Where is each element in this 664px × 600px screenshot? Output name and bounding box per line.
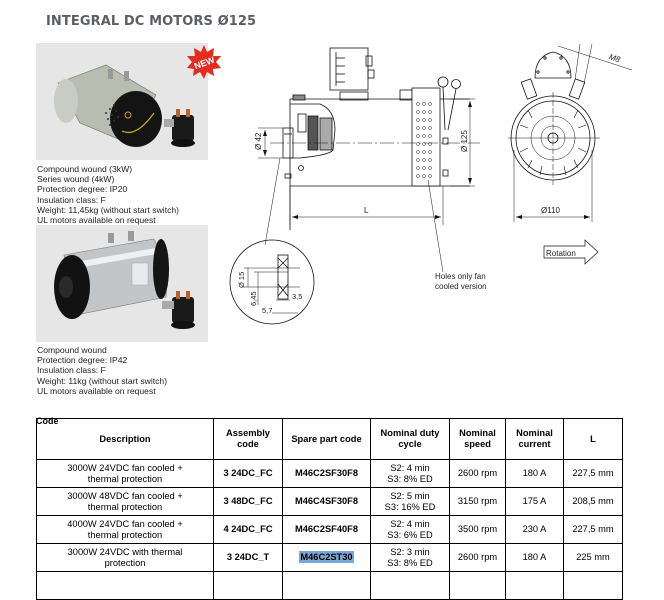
- page-title: INTEGRAL DC MOTORS Ø125: [46, 14, 257, 29]
- cell-assembly-code: 4 24DC_FC: [213, 515, 283, 544]
- spec-line: Protection degree: IP42: [37, 355, 128, 366]
- cell-assembly-code: 3 24DC_FC: [213, 459, 283, 488]
- cell-assembly-code: 3 24DC_T: [213, 543, 283, 572]
- motor-image: [54, 64, 162, 147]
- product-1-specs: Compound wound (3kW) Series wound (4kW) …: [37, 164, 179, 225]
- header-description: Description: [36, 418, 214, 460]
- cell-assembly-code: 3 48DC_FC: [213, 487, 283, 516]
- cell-description: 3000W 24VDC fan cooled +thermal protecti…: [36, 459, 214, 488]
- table-header-row: Description Assembly code Spare part cod…: [36, 418, 623, 460]
- holes-note-line2: cooled version: [435, 282, 487, 291]
- spec-line: Protection degree: IP20: [37, 184, 128, 195]
- product-photo-fan-cooled: [36, 43, 208, 160]
- motor-spec-table: Description Assembly code Spare part cod…: [36, 418, 623, 600]
- cell-speed: 3500 rpm: [449, 515, 506, 544]
- spec-line: Compound wound: [37, 345, 107, 355]
- cell-speed: 2600 rpm: [449, 543, 506, 572]
- product-2-specs: Compound wound Protection degree: IP42 I…: [37, 345, 167, 396]
- table-row: 3000W 48VDC fan cooled +thermal protecti…: [36, 487, 623, 516]
- detail-645-label: 6,45: [249, 291, 258, 306]
- cell-length: 227,5 mm: [563, 515, 623, 544]
- rotation-label: Rotation: [546, 249, 576, 258]
- rotation-arrow-icon: [543, 239, 599, 265]
- selected-spare-part-code[interactable]: M46C2ST30: [299, 551, 354, 563]
- cell-spare-part-code: M46C4SF30F8: [282, 487, 371, 516]
- header-length: L: [563, 418, 623, 460]
- dim-thread-label: M8: [608, 52, 622, 64]
- table-row-partial: [36, 571, 623, 600]
- dim-shaft-label: Ø 42: [254, 132, 263, 150]
- cell-current: 180 A: [505, 543, 564, 572]
- holes-note-line1: Holes only fan: [435, 272, 486, 281]
- detail-d15-label: Ø 15: [237, 272, 246, 288]
- cell-current: 175 A: [505, 487, 564, 516]
- cell-length: 227,5 mm: [563, 459, 623, 488]
- detail-57-label: 5,7: [262, 306, 272, 315]
- header-assembly-code: Assembly code: [213, 418, 283, 460]
- dim-front-label: Ø110: [541, 206, 561, 215]
- spec-line: Compound wound (3kW): [37, 164, 133, 174]
- spec-line: UL motors available on request: [37, 215, 156, 226]
- spec-line: UL motors available on request: [37, 385, 156, 396]
- product-photo-thermal: [36, 225, 208, 342]
- table-row: 4000W 24VDC fan cooled +thermal protecti…: [36, 515, 623, 544]
- motor-image: [54, 231, 169, 319]
- header-current: Nominal current: [505, 418, 564, 460]
- cell-spare-part-code[interactable]: M46C2ST30: [282, 543, 371, 572]
- cell-speed: 3150 rpm: [449, 487, 506, 516]
- table-row: 3000W 24VDC fan cooled +thermal protecti…: [36, 459, 623, 488]
- header-speed: Nominal speed: [449, 418, 506, 460]
- header-duty-cycle: Nominal duty cycle: [370, 418, 450, 460]
- cell-description: 3000W 48VDC fan cooled +thermal protecti…: [36, 487, 214, 516]
- detail-35-label: 3,5: [292, 292, 302, 301]
- cell-speed: 2600 rpm: [449, 459, 506, 488]
- spec-line: Series wound (4kW): [37, 174, 115, 185]
- spec-line: Weight: 11kg (without start switch): [37, 375, 168, 386]
- spec-line: Weight: 11,45kg (without start switch): [37, 204, 180, 215]
- cell-current: 180 A: [505, 459, 564, 488]
- cell-spare-part-code: M46C2SF30F8: [282, 459, 371, 488]
- code-label: Code: [36, 416, 59, 426]
- spec-line: Insulation class: F: [37, 194, 106, 205]
- dim-body-label: Ø 125: [460, 130, 469, 152]
- header-spare-part-code: Spare part code: [282, 418, 371, 460]
- spec-line: Insulation class: F: [37, 365, 106, 376]
- start-switch-image: [164, 109, 195, 147]
- start-switch-image: [162, 291, 195, 329]
- technical-drawing: Ø 42 Ø 125 L Ø110 M8 Rotation Holes only…: [229, 43, 633, 325]
- cell-spare-part-code: M46C2SF40F8: [282, 515, 371, 544]
- new-badge: NEW: [186, 44, 222, 80]
- cell-length: 208,5 mm: [563, 487, 623, 516]
- cell-length: 225 mm: [563, 543, 623, 572]
- dim-length-label: L: [364, 206, 369, 215]
- cell-description: 4000W 24VDC fan cooled +thermal protecti…: [36, 515, 214, 544]
- cell-current: 230 A: [505, 515, 564, 544]
